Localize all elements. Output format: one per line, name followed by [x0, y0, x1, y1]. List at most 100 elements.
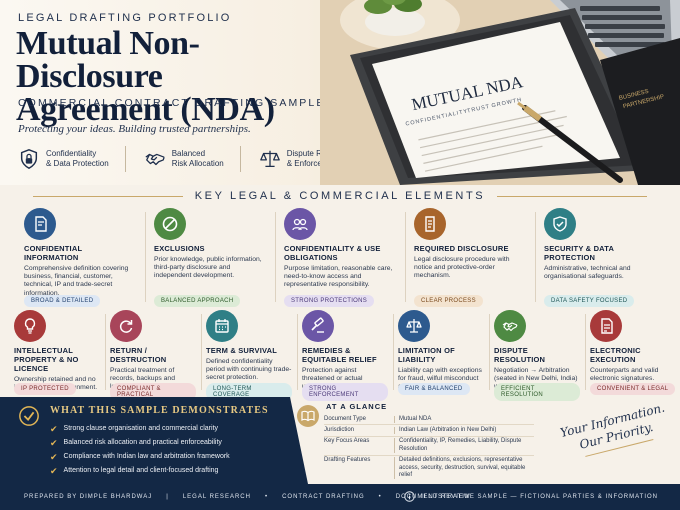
element-card: SECURITY & DATA PROTECTION Administrative… [544, 208, 656, 307]
checkmark-icon: ✔ [50, 452, 58, 462]
element-pill: STRONG PROTECTIONS [284, 295, 375, 307]
card-divider [201, 314, 202, 390]
element-title: RETURN / DESTRUCTION [110, 346, 167, 364]
document-word: TRUST [467, 104, 491, 115]
badge-divider [124, 146, 126, 172]
nda-document-image: MUTUAL NDA CONFIDENTIALITY TRUST GROWTH [372, 22, 620, 178]
list-item-text: Balanced risk allocation and practical e… [63, 439, 222, 446]
card-divider [535, 212, 536, 302]
glance-value: Mutual NDA [394, 415, 534, 423]
element-description: Defined confidentiality period with cont… [206, 358, 292, 382]
footer-tag: CONTRACT DRAFTING [282, 494, 365, 500]
list-item-text: Compliance with Indian law and arbitrati… [63, 453, 230, 460]
list-item: ✔ Compliance with Indian law and arbitrat… [50, 450, 230, 464]
e-document-icon [590, 310, 622, 342]
card-divider [405, 212, 406, 302]
footer-bar: PREPARED BY DIMPLE BHARDWAJ | LEGAL RESE… [0, 484, 680, 510]
element-description: Prior knowledge, public information, thi… [154, 256, 262, 280]
portfolio-kicker: LEGAL DRAFTING PORTFOLIO [18, 12, 232, 24]
pen-image [517, 101, 623, 183]
element-pill: DATA SAFETY FOCUSED [544, 295, 635, 307]
list-item-text: Strong clause organisation and commercia… [63, 425, 219, 432]
shield-check-icon [544, 208, 576, 240]
badge-line: Balanced [171, 149, 206, 158]
glance-value: Indian Law (Arbitration in New Delhi) [394, 426, 534, 435]
card-divider [297, 314, 298, 390]
footer-prepared-by: PREPARED BY DIMPLE BHARDWAJ [24, 494, 153, 500]
refresh-icon [110, 310, 142, 342]
footer-tag: DOCUMENT REVIEW [395, 494, 471, 500]
element-title: SECURITY & DATA PROTECTION [544, 244, 614, 262]
lock-shield-icon [20, 149, 38, 169]
badge-line: & Data Protection [46, 159, 109, 168]
footer-note: ILLUSTRATIVE SAMPLE — FICTIONAL PARTIES … [404, 491, 658, 502]
glance-key: Jurisdiction [324, 426, 355, 433]
card-divider [489, 314, 490, 390]
glance-key: Key Focus Areas [324, 438, 370, 445]
badge-line: Risk Allocation [171, 159, 224, 168]
element-pill: IP PROTECTED [14, 383, 76, 395]
people-icon [284, 208, 316, 240]
element-title: REQUIRED DISCLOSURE [414, 244, 509, 253]
footer-separator: • [264, 494, 269, 500]
element-pill: CONVENIENT & LEGAL [590, 383, 676, 395]
element-title: DISPUTE RESOLUTION [494, 346, 546, 364]
badge-confidentiality: Confidentiality& Data Protection [18, 146, 126, 172]
badge-divider [239, 146, 241, 172]
handshake-icon [494, 310, 526, 342]
signature-script: Your Information. Our Priority. [557, 399, 673, 462]
card-divider [393, 314, 394, 390]
checkmark-icon: ✔ [50, 438, 58, 448]
element-description: Purpose limitation, reasonable care, nee… [284, 265, 393, 289]
subtitle: COMMERCIAL CONTRACT DRAFTING SAMPLE [18, 97, 326, 109]
section-heading: KEY LEGAL & COMMERCIAL ELEMENTS [0, 190, 680, 202]
book-icon [297, 405, 319, 427]
lightbulb-icon [14, 310, 46, 342]
demonstrates-list: ✔ Strong clause organisation and commerci… [50, 422, 230, 478]
list-item-text: Attention to legal detail and client-foc… [63, 467, 219, 474]
footer-separator: • [378, 494, 382, 500]
element-title: LIMITATION OF LIABILITY [398, 346, 455, 364]
handshake-icon [145, 153, 165, 166]
card-divider [275, 212, 276, 302]
badge-line: Confidentiality [46, 149, 97, 158]
list-item: ✔ Balanced risk allocation and practical … [50, 436, 230, 450]
element-description: Comprehensive definition covering busine… [24, 265, 129, 297]
element-description: Administrative, technical and organisati… [544, 265, 631, 281]
element-pill: LONG-TERM COVERAGE [206, 383, 292, 401]
element-title: CONFIDENTIAL INFORMATION [24, 244, 83, 262]
calendar-icon [206, 310, 238, 342]
card-divider [105, 314, 106, 390]
glance-key: Drafting Features [324, 457, 371, 464]
scales-icon [398, 310, 430, 342]
hero-banner: LEGAL DRAFTING PORTFOLIO Mutual Non-Disc… [0, 0, 680, 185]
element-title: ELECTRONIC EXECUTION [590, 346, 641, 364]
tagline: Protecting your ideas. Building trusted … [18, 123, 251, 135]
badge-line: & Enforceability [286, 159, 343, 168]
element-pill: BALANCED APPROACH [154, 295, 241, 307]
page-title: Mutual Non-Disclosure Agreement (NDA) [16, 27, 346, 127]
glance-heading: AT A GLANCE [326, 402, 388, 411]
ban-icon [154, 208, 186, 240]
element-pill: CLEAR PROCESS [414, 295, 483, 307]
element-title: REMEDIES & EQUITABLE RELIEF [302, 346, 377, 364]
element-pill: FAIR & BALANCED [398, 383, 470, 395]
element-pill: BROAD & DETAILED [24, 295, 101, 307]
list-item: ✔Attention to legal detail and client-fo… [50, 464, 230, 478]
demonstrates-panel: WHAT THIS SAMPLE DEMONSTRATES ✔Strong cl… [0, 397, 308, 484]
gavel-icon [302, 310, 334, 342]
